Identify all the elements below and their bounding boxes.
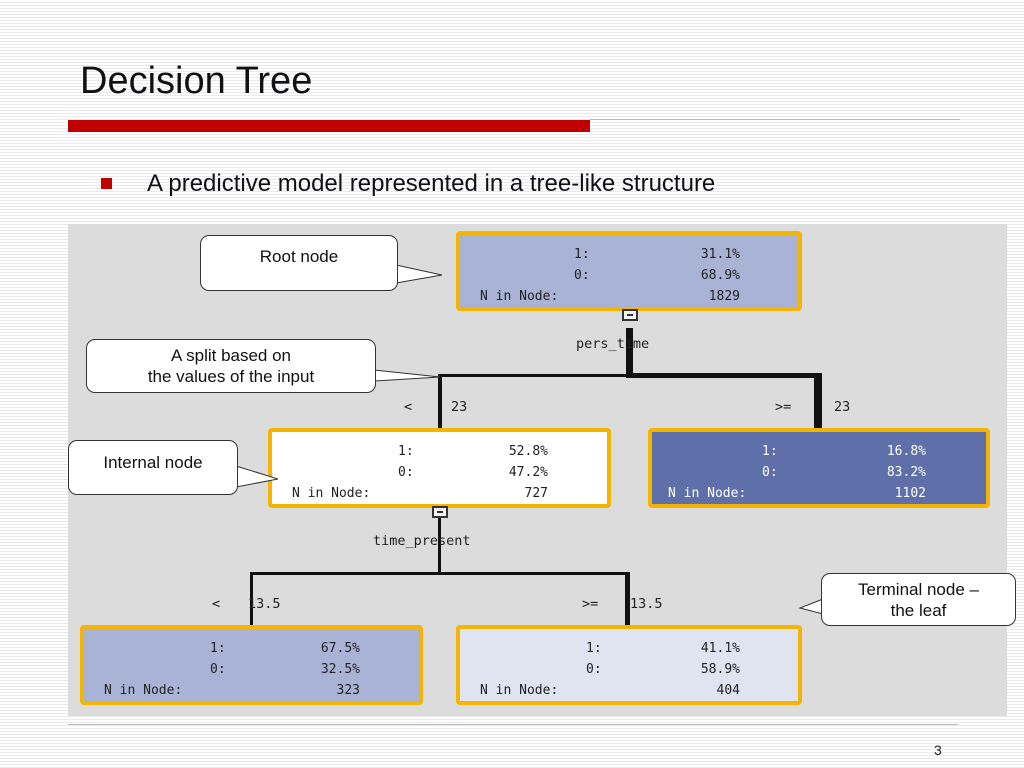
split1-left-op: < (404, 399, 413, 415)
split1-bar-left (438, 374, 630, 377)
root-callout-pointer (395, 264, 443, 284)
internal-callout-text: Internal node (103, 453, 203, 472)
leaf-right-value-n: 404 (716, 683, 740, 698)
terminal-callout-pointer (798, 598, 824, 615)
leaf-right-value-one: 41.1% (700, 641, 740, 656)
split1-variable: pers_time (576, 336, 650, 352)
root-value-one: 31.1% (700, 247, 740, 262)
root-stem (626, 328, 633, 378)
root-label-n: N in Node: (480, 289, 559, 304)
split-callout-pointer (373, 369, 441, 382)
bullet-text: A predictive model represented in a tree… (147, 170, 716, 197)
split-callout: A split based on the values of the input (86, 339, 376, 393)
split2-drop-left (250, 572, 253, 626)
split2-right-value: 13.5 (630, 596, 663, 612)
right-value-one: 16.8% (886, 444, 926, 459)
split-callout-line-2: the values of the input (147, 367, 315, 386)
split1-left-value: 23 (451, 399, 468, 415)
leaf-left-label-zero: 0: (210, 662, 226, 677)
internal-label-one: 1: (398, 444, 414, 459)
slide-title: Decision Tree (80, 60, 313, 102)
split2-left-value: 13.5 (248, 596, 281, 612)
internal-node-callout: Internal node (68, 440, 238, 495)
page-number: 3 (934, 742, 942, 758)
leaf-left-label-one: 1: (210, 641, 226, 656)
terminal-node-callout: Terminal node – the leaf (821, 573, 1016, 626)
leaf-right-label-one: 1: (586, 641, 602, 656)
internal-label-zero: 0: (398, 465, 414, 480)
root-node-callout: Root node (200, 235, 398, 291)
leaf-left-value-n: 323 (336, 683, 360, 698)
collapse-root-icon[interactable] (622, 309, 638, 321)
split1-bar-right (630, 373, 822, 378)
leaf-node-left[interactable]: 1: 67.5% 0: 32.5% N in Node: 323 (80, 625, 423, 705)
split1-drop-left (438, 374, 442, 430)
footer-divider (68, 724, 958, 725)
right-label-n: N in Node: (668, 486, 747, 501)
leaf-left-value-one: 67.5% (320, 641, 360, 656)
root-label-zero: 0: (574, 268, 590, 283)
root-label-one: 1: (574, 247, 590, 262)
split2-left-op: < (212, 596, 221, 612)
root-value-n: 1829 (708, 289, 740, 304)
split1-right-value: 23 (834, 399, 851, 415)
internal-callout-pointer (235, 465, 279, 488)
title-accent-bar (68, 120, 590, 132)
right-label-one: 1: (762, 444, 778, 459)
leaf-node-right[interactable]: 1: 41.1% 0: 58.9% N in Node: 404 (456, 625, 802, 705)
internal-value-one: 52.8% (508, 444, 548, 459)
split2-bar (250, 572, 630, 575)
split-callout-line-1: A split based on (170, 346, 292, 365)
split2-drop-right (625, 572, 630, 626)
leaf-right-label-n: N in Node: (480, 683, 559, 698)
bullet-square-icon (101, 178, 112, 189)
right-value-n: 1102 (894, 486, 926, 501)
collapse-internal-icon[interactable] (432, 506, 448, 518)
internal-label-n: N in Node: (292, 486, 371, 501)
internal-value-zero: 47.2% (508, 465, 548, 480)
internal-value-n: 727 (524, 486, 548, 501)
leaf-right-value-zero: 58.9% (700, 662, 740, 677)
right-label-zero: 0: (762, 465, 778, 480)
leaf-left-label-n: N in Node: (104, 683, 183, 698)
internal-stem (438, 518, 441, 573)
right-value-zero: 83.2% (886, 465, 926, 480)
split1-right-op: >= (775, 399, 792, 415)
terminal-callout-line-1: Terminal node – (858, 580, 979, 599)
title-underline (590, 119, 960, 120)
right-leaf-node[interactable]: 1: 16.8% 0: 83.2% N in Node: 1102 (648, 428, 990, 508)
root-callout-text: Root node (259, 247, 339, 266)
leaf-left-value-zero: 32.5% (320, 662, 360, 677)
root-value-zero: 68.9% (700, 268, 740, 283)
split2-right-op: >= (582, 596, 599, 612)
split2-variable: time_present (373, 533, 471, 549)
split1-drop-right (814, 374, 822, 430)
leaf-right-label-zero: 0: (586, 662, 602, 677)
terminal-callout-line-2: the leaf (890, 601, 947, 620)
